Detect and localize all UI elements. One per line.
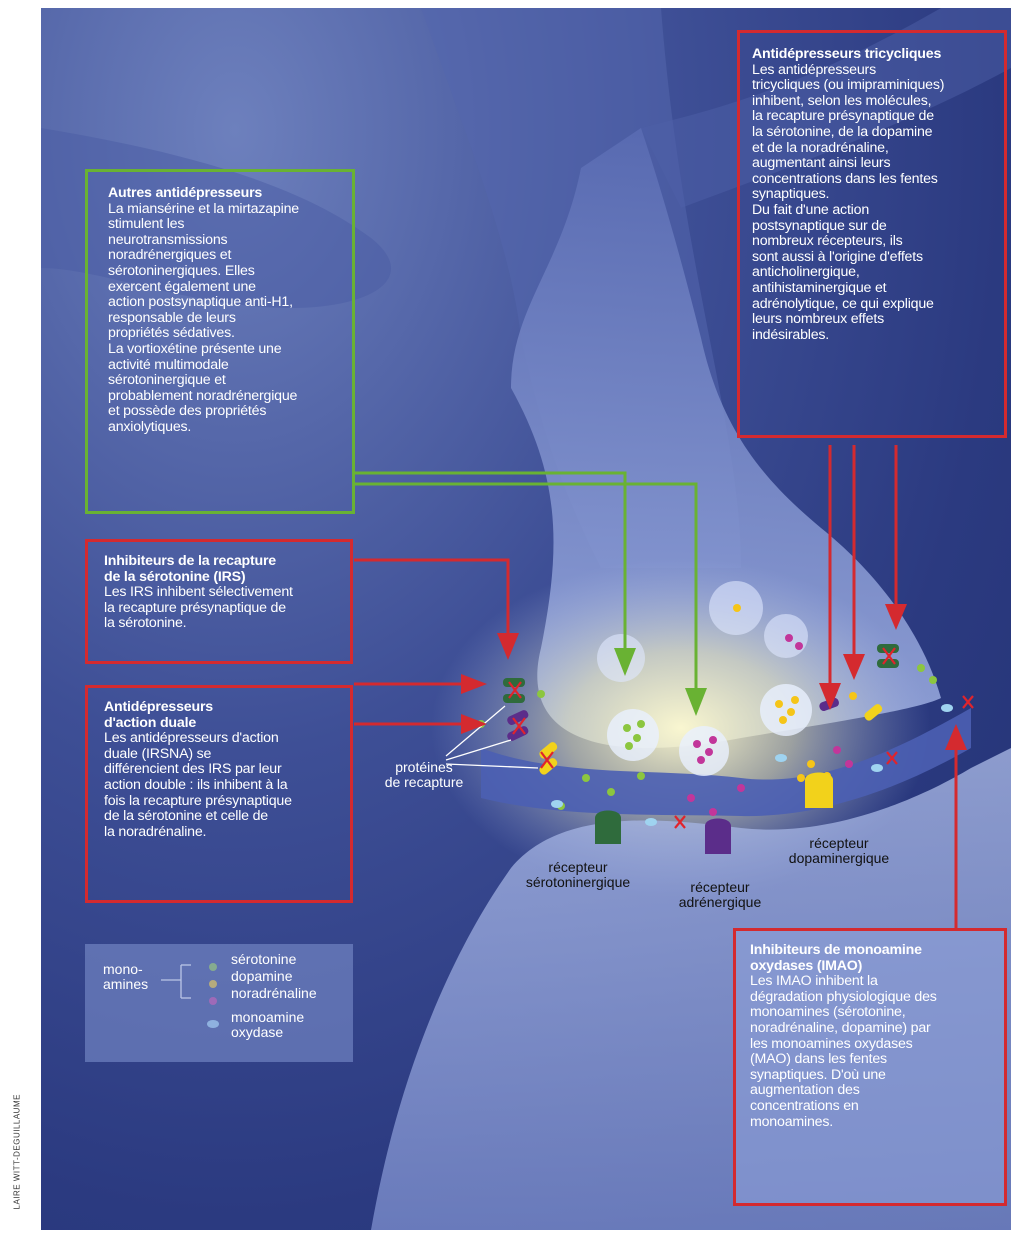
box-irs-title: Inhibiteurs de la recapture de la séroto… bbox=[104, 554, 350, 585]
label-recepteur-dopa: récepteur dopaminergique bbox=[769, 836, 909, 866]
box-autres-body: La miansérine et la mirtazapine stimulen… bbox=[108, 202, 352, 436]
synapse-scene: mono- amines sérotonine dopamine noradré… bbox=[41, 8, 1011, 1230]
legend-group-label: mono- amines bbox=[103, 962, 148, 992]
label-recepteur-adre: récepteur adrénergique bbox=[655, 880, 785, 910]
legend-item-noradrenaline: noradrénaline bbox=[231, 986, 317, 1001]
box-autres-title: Autres antidépresseurs bbox=[108, 186, 352, 202]
box-tricycliques: Antidépresseurs tricycliques Les antidép… bbox=[737, 30, 1007, 438]
box-duale-body: Les antidépresseurs d'action duale (IRSN… bbox=[104, 731, 350, 840]
legend: mono- amines sérotonine dopamine noradré… bbox=[85, 944, 353, 1062]
receptor-dopaminergique bbox=[805, 773, 833, 809]
legend-item-oxydase: monoamine oxydase bbox=[231, 1010, 304, 1040]
box-imao-body: Les IMAO inhibent la dégradation physiol… bbox=[750, 974, 1004, 1130]
box-irs: Inhibiteurs de la recapture de la séroto… bbox=[85, 539, 353, 664]
box-tricycliques-body: Les antidépresseurs tricycliques (ou imi… bbox=[752, 63, 992, 344]
vesicle-noradrenaline bbox=[679, 726, 729, 776]
legend-item-serotonine: sérotonine bbox=[231, 952, 296, 967]
receptor-adrenergique bbox=[705, 819, 731, 855]
box-duale: Antidépresseurs d'action duale Les antid… bbox=[85, 685, 353, 903]
box-autres: Autres antidépresseurs La miansérine et … bbox=[85, 169, 355, 514]
receptor-serotoninergique bbox=[595, 811, 621, 845]
box-duale-title: Antidépresseurs d'action duale bbox=[104, 700, 350, 731]
label-proteines: protéines de recapture bbox=[369, 760, 479, 790]
box-tricycliques-title: Antidépresseurs tricycliques bbox=[752, 47, 992, 63]
legend-item-dopamine: dopamine bbox=[231, 969, 293, 984]
label-recepteur-sero: récepteur sérotoninergique bbox=[493, 860, 663, 890]
box-irs-body: Les IRS inhibent sélectivement la recapt… bbox=[104, 585, 350, 632]
box-imao-title: Inhibiteurs de monoamine oxydases (IMAO) bbox=[750, 943, 1004, 974]
photo-credit: LAIRE WITT-DEGUILLAUME bbox=[13, 1080, 22, 1210]
box-imao: Inhibiteurs de monoamine oxydases (IMAO)… bbox=[733, 928, 1007, 1206]
vesicle-serotonine bbox=[607, 709, 659, 761]
vesicle-dopamine bbox=[760, 684, 812, 736]
